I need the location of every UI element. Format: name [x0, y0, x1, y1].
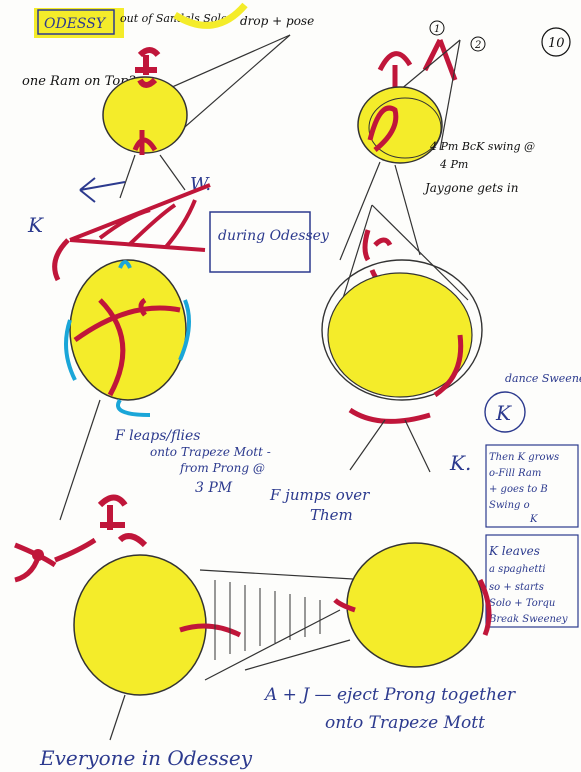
- red-dot: [32, 549, 44, 561]
- right-notes: Jaygone gets in: [422, 181, 518, 195]
- flies-note: F leaps/flies: [114, 428, 200, 444]
- right-box-line: a spaghetti: [489, 564, 546, 575]
- arrow-line: [60, 400, 100, 520]
- right-box-line: Swing o: [489, 500, 530, 511]
- flies-note: from Prong @: [179, 461, 265, 475]
- bottom-left-note: Everyone in Odessey: [39, 746, 253, 770]
- right-box-line: Break Sweeney: [488, 614, 568, 625]
- bottom-right-note: onto Trapeze Mott: [325, 713, 485, 733]
- arrow-line: [120, 155, 135, 198]
- arrow-line: [110, 695, 125, 740]
- red-figure: [15, 540, 95, 580]
- arrow-line: [350, 420, 385, 470]
- cone-line: [170, 35, 290, 140]
- red-figure: [380, 40, 455, 90]
- right-box-line: K: [529, 514, 538, 525]
- arrow-line: [395, 165, 420, 255]
- right-notes: 4 Pm: [439, 158, 468, 171]
- top-right-note: drop + pose: [240, 14, 314, 28]
- right-box-line: Solo + Torqu: [489, 598, 555, 609]
- right-box-line: K leaves: [488, 544, 540, 558]
- flies-note: 3 PM: [195, 480, 233, 496]
- right-box-line: o-Fill Ram: [489, 468, 541, 479]
- during-box-text: during Odessey: [218, 228, 330, 244]
- red-ribbon: [55, 240, 68, 280]
- cone-line: [440, 40, 460, 150]
- k-left: K: [27, 213, 44, 237]
- right-box-line: Then K grows: [489, 452, 559, 463]
- right-box-line: + goes to B: [489, 484, 548, 495]
- right-box-line: so + starts: [489, 582, 544, 593]
- circled-k: K: [495, 401, 512, 425]
- trapeze-connector: [200, 570, 370, 680]
- bottom-right-note: A + J — eject Prong together: [263, 685, 516, 705]
- red-figure: [100, 498, 145, 546]
- circle-label: 2: [474, 40, 481, 51]
- jumps-note: F jumps over: [269, 486, 370, 504]
- yellow-ball: [347, 543, 483, 667]
- odessy-tag: ODESSY: [44, 16, 107, 32]
- page-number: 10: [548, 36, 565, 51]
- right-dance-note: dance Sweeney button: [505, 372, 581, 385]
- arrow-line: [160, 155, 185, 190]
- right-notes: 4 Pm BcK swing @: [429, 140, 535, 153]
- red-trapeze: [70, 185, 210, 250]
- flies-note: onto Trapeze Mott -: [150, 445, 271, 459]
- blue-arrow: [80, 178, 125, 202]
- arrow-line: [405, 420, 430, 472]
- circle-label: 1: [434, 24, 440, 35]
- jumps-note: Them: [310, 506, 353, 524]
- k-middle: K.: [449, 451, 471, 475]
- yellow-ball: [74, 555, 206, 695]
